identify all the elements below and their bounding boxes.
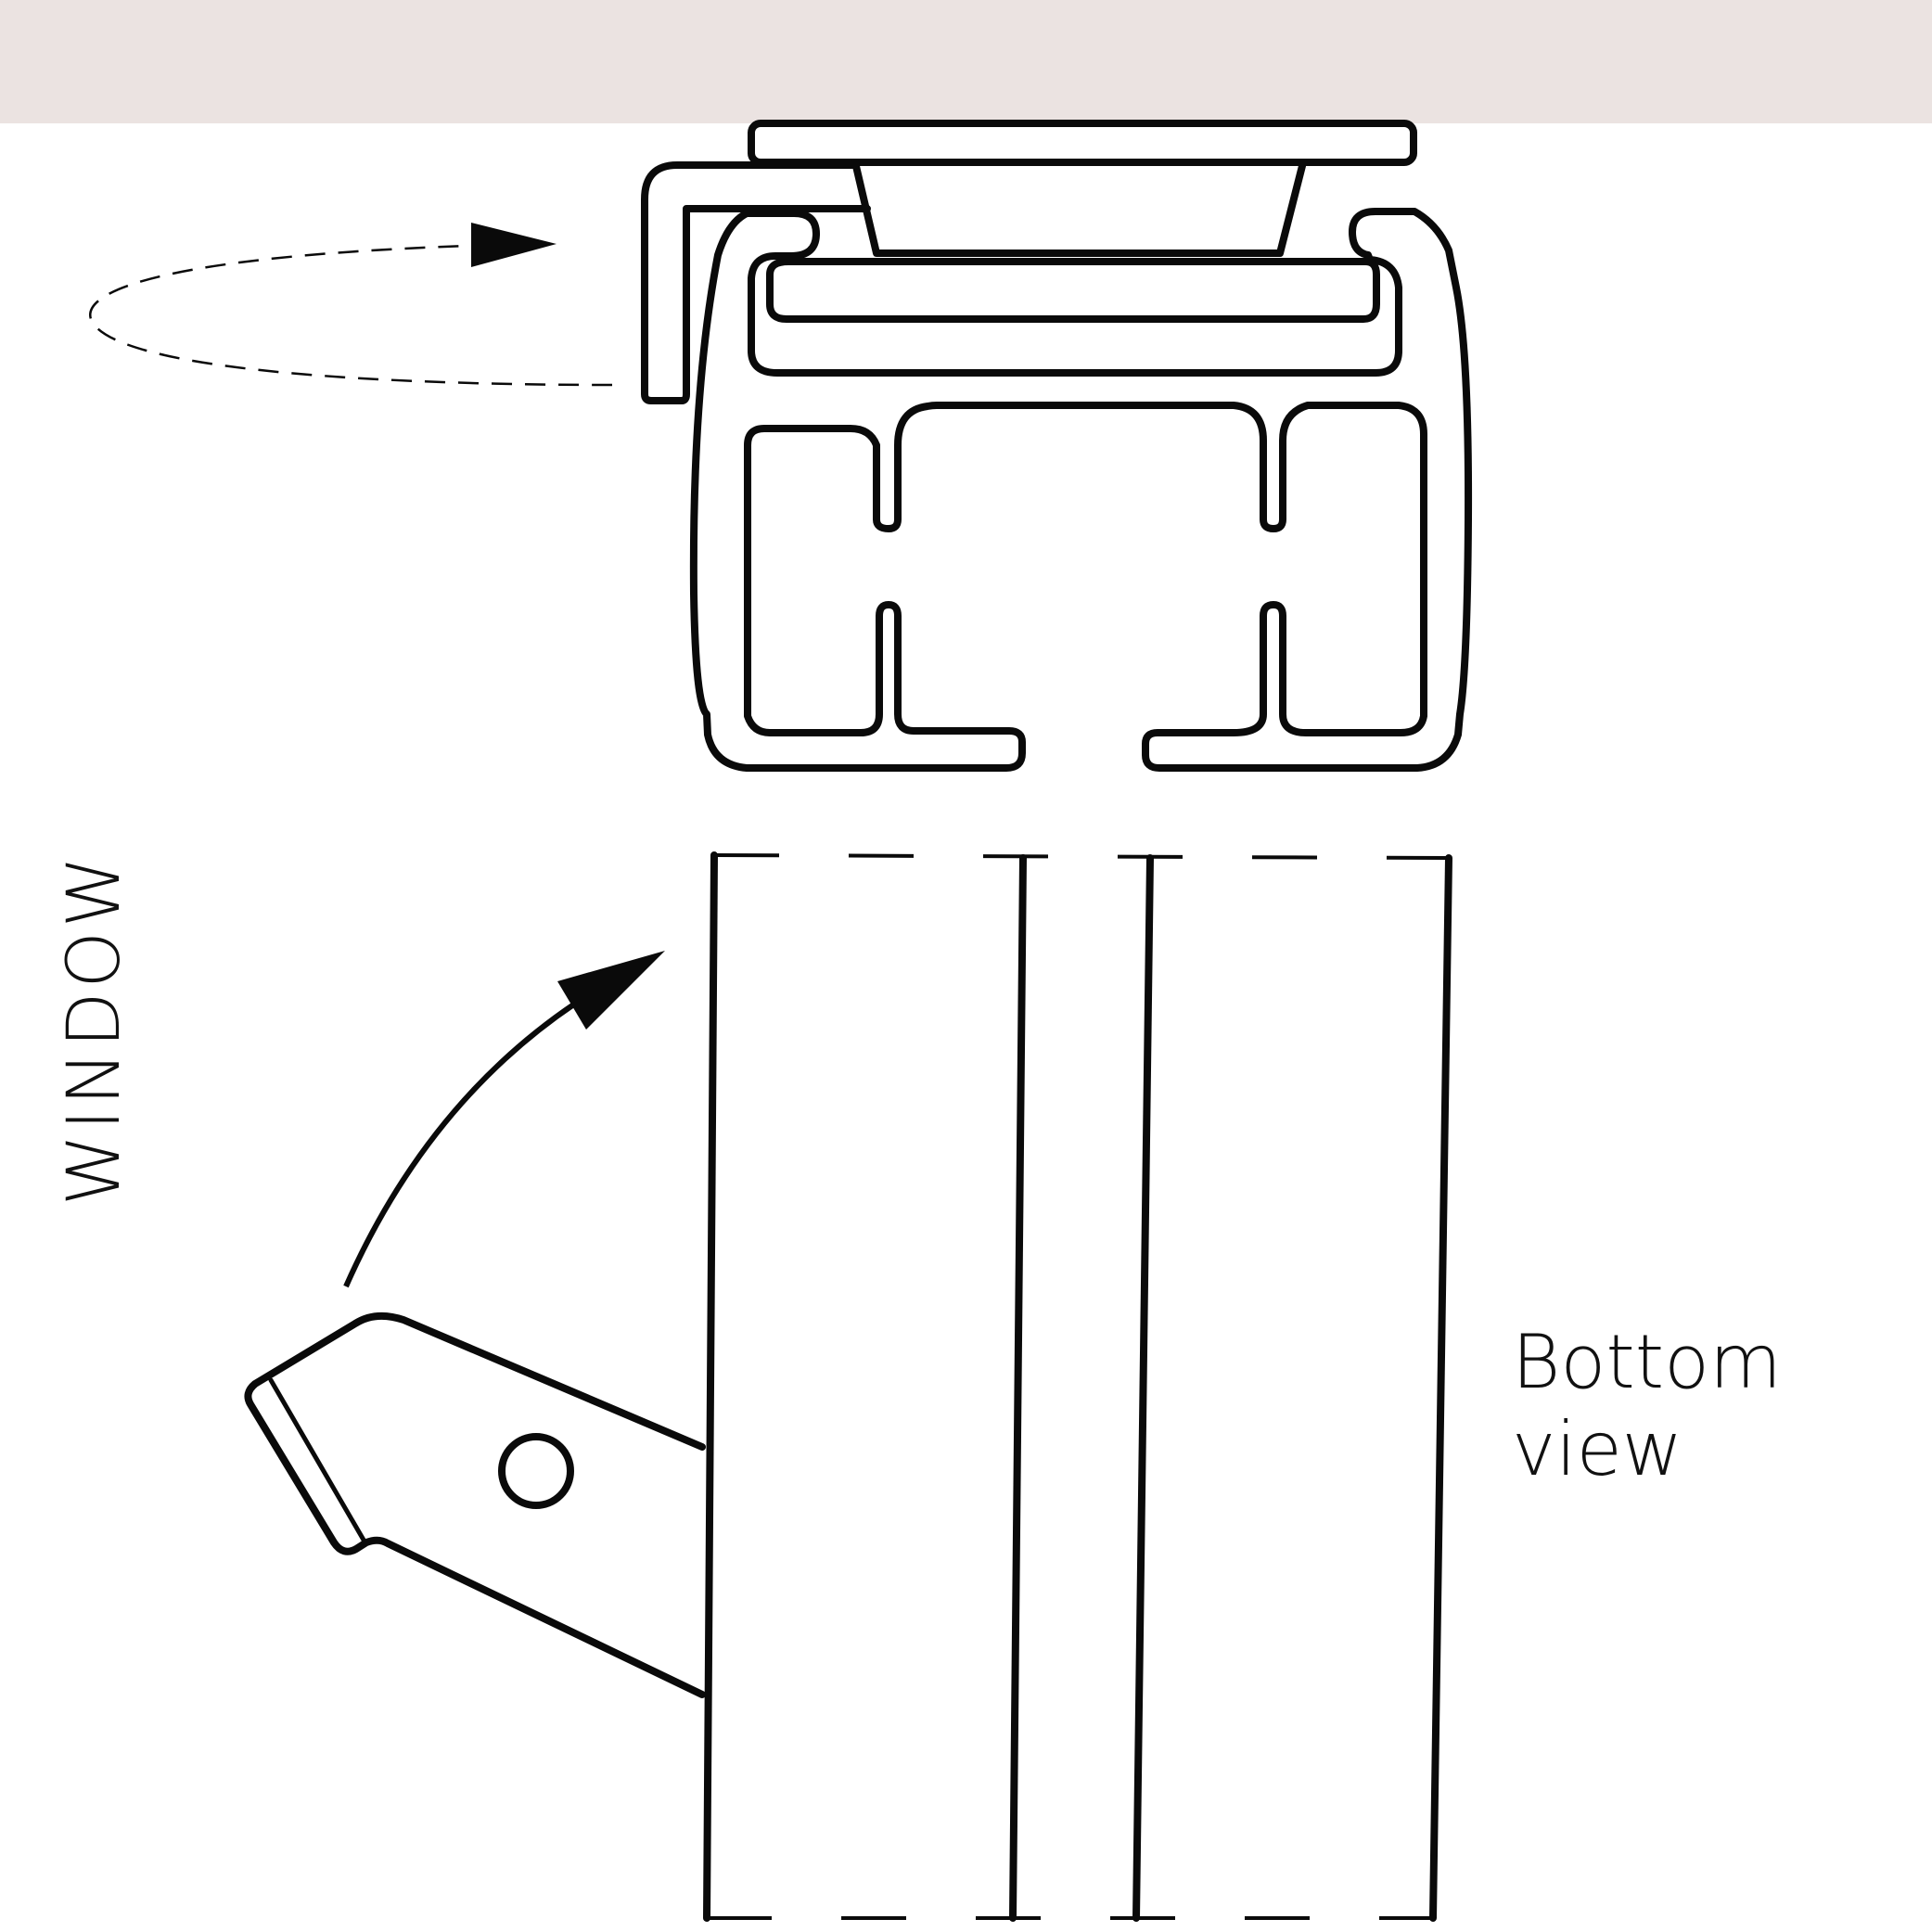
track-profile-outer	[689, 208, 1473, 772]
rotating-latch	[641, 161, 871, 404]
ceiling-band	[0, 0, 1932, 123]
window-label: WINDOW	[53, 852, 136, 1206]
motion-arrow-curve	[343, 1001, 577, 1288]
curtain-panel-edge-1	[703, 851, 718, 1922]
curtain-panel-edge-2	[1009, 854, 1027, 1922]
curtain-panel-edge-3	[1132, 854, 1154, 1922]
clip-cap	[851, 159, 1307, 257]
motion-arrowhead-icon	[557, 951, 665, 1030]
curtain-hook	[244, 1311, 706, 1698]
bottom-view-label-line2: view	[1512, 1406, 1683, 1492]
curtain-hook-pivot	[498, 1433, 574, 1509]
curtain-hook-slot	[268, 1377, 367, 1544]
curtain-panel-edge-4	[1429, 854, 1452, 1922]
inner-rail	[766, 258, 1380, 323]
rotation-arrowhead-icon	[471, 223, 557, 267]
rotation-path-dashed	[89, 244, 613, 387]
bottom-view-label-line1: Bottom	[1512, 1319, 1782, 1405]
curtain-top-dashes	[713, 853, 1450, 860]
ceiling-mount-plate	[748, 120, 1417, 166]
